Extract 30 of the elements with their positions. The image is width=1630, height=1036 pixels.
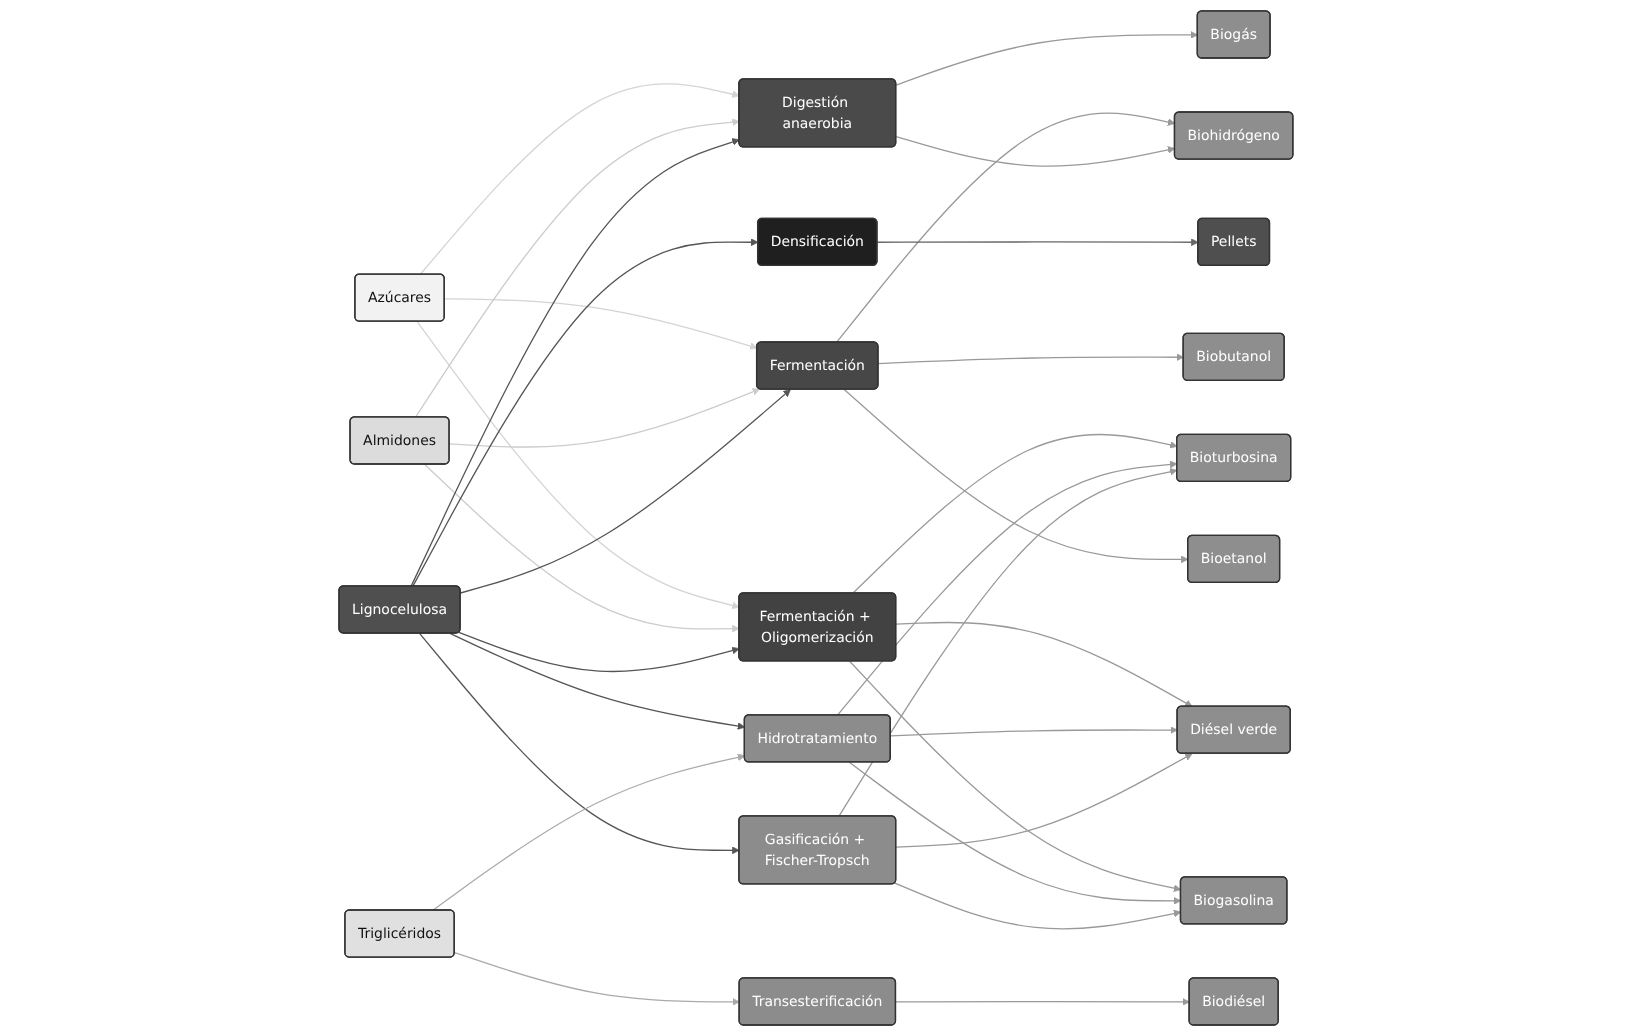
arrow bbox=[458, 389, 790, 594]
arrow bbox=[848, 660, 1181, 892]
arrow bbox=[443, 298, 757, 350]
arrow bbox=[834, 112, 1175, 344]
arrow bbox=[893, 882, 1181, 930]
arrow bbox=[894, 753, 1192, 848]
arrow bbox=[413, 118, 739, 419]
arrow bbox=[875, 238, 1198, 247]
arrow bbox=[837, 467, 1177, 817]
arrow bbox=[894, 135, 1175, 167]
arrow bbox=[453, 951, 739, 1006]
arrow bbox=[894, 31, 1198, 86]
arrow bbox=[894, 998, 1189, 1006]
arrow bbox=[447, 388, 760, 448]
arrow bbox=[409, 138, 739, 588]
arrow bbox=[430, 753, 745, 912]
arrow bbox=[894, 621, 1192, 707]
arrow bbox=[411, 238, 758, 588]
arrow bbox=[889, 726, 1177, 737]
arrow bbox=[842, 388, 1188, 564]
arrow bbox=[417, 632, 739, 855]
arrow bbox=[457, 631, 739, 673]
arrow bbox=[847, 761, 1181, 905]
arrow bbox=[423, 463, 739, 633]
arrow bbox=[418, 83, 739, 276]
arrow bbox=[851, 433, 1177, 594]
arrow bbox=[448, 632, 745, 730]
arrow bbox=[415, 320, 739, 610]
arrow bbox=[835, 460, 1177, 716]
arrow bbox=[876, 353, 1183, 365]
